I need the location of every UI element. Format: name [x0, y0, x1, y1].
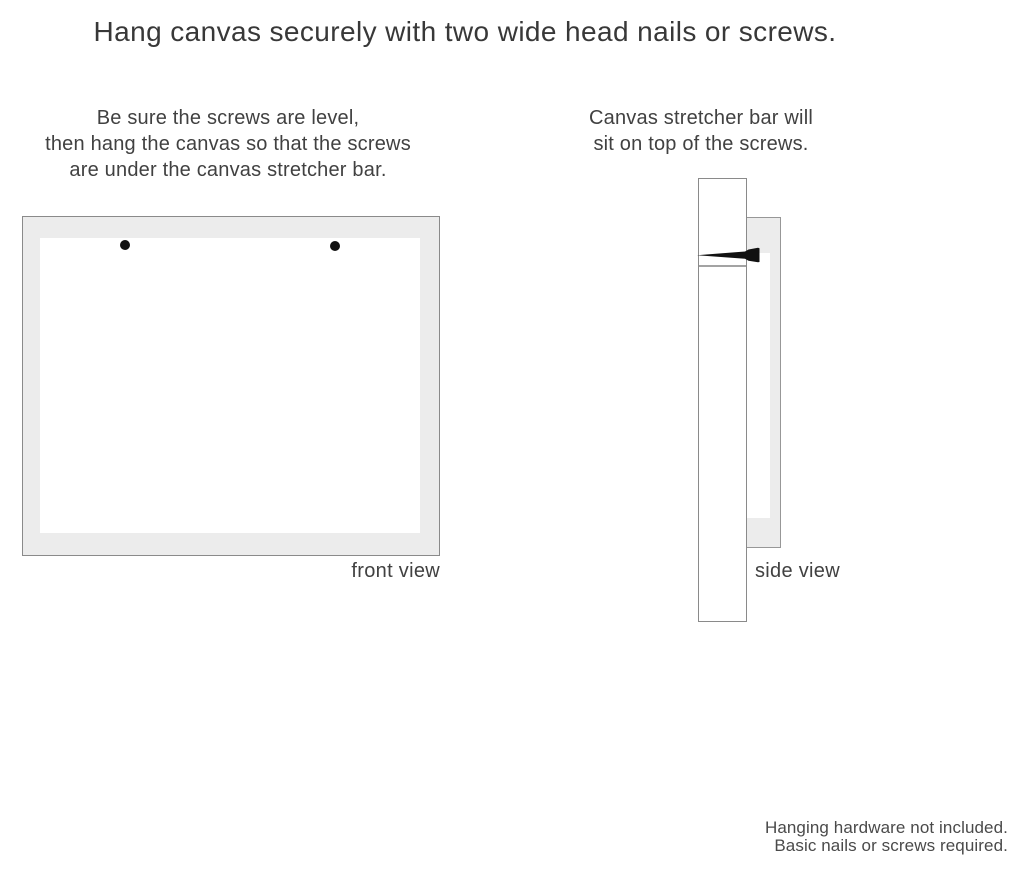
nail-head-dot-icon	[120, 240, 130, 250]
side-view-instructions: Canvas stretcher bar will sit on top of …	[551, 105, 851, 157]
instruction-line: are under the canvas stretcher bar.	[69, 159, 387, 181]
level-guide-line	[699, 265, 746, 267]
instruction-line: Be sure the screws are level,	[96, 107, 360, 129]
side-view-label: side view	[755, 560, 840, 582]
nail-head-dot-icon	[330, 241, 340, 251]
front-view-canvas-face	[40, 238, 420, 533]
instruction-line: sit on top of the screws.	[593, 133, 809, 155]
hardware-disclaimer: Hanging hardware not included. Basic nai…	[708, 819, 1008, 855]
nail-side-wedge-icon	[697, 247, 760, 263]
front-view-label: front view	[351, 560, 440, 582]
page-title: Hang canvas securely with two wide head …	[93, 16, 837, 47]
front-view-canvas-frame	[22, 216, 440, 556]
disclaimer-line: Hanging hardware not included.	[764, 818, 1008, 837]
instruction-line: then hang the canvas so that the screws	[45, 133, 411, 155]
side-view-canvas-inner-edge	[746, 253, 770, 518]
disclaimer-line: Basic nails or screws required.	[774, 836, 1008, 855]
front-view-instructions: Be sure the screws are level, then hang …	[28, 105, 428, 183]
instruction-line: Canvas stretcher bar will	[589, 107, 813, 129]
